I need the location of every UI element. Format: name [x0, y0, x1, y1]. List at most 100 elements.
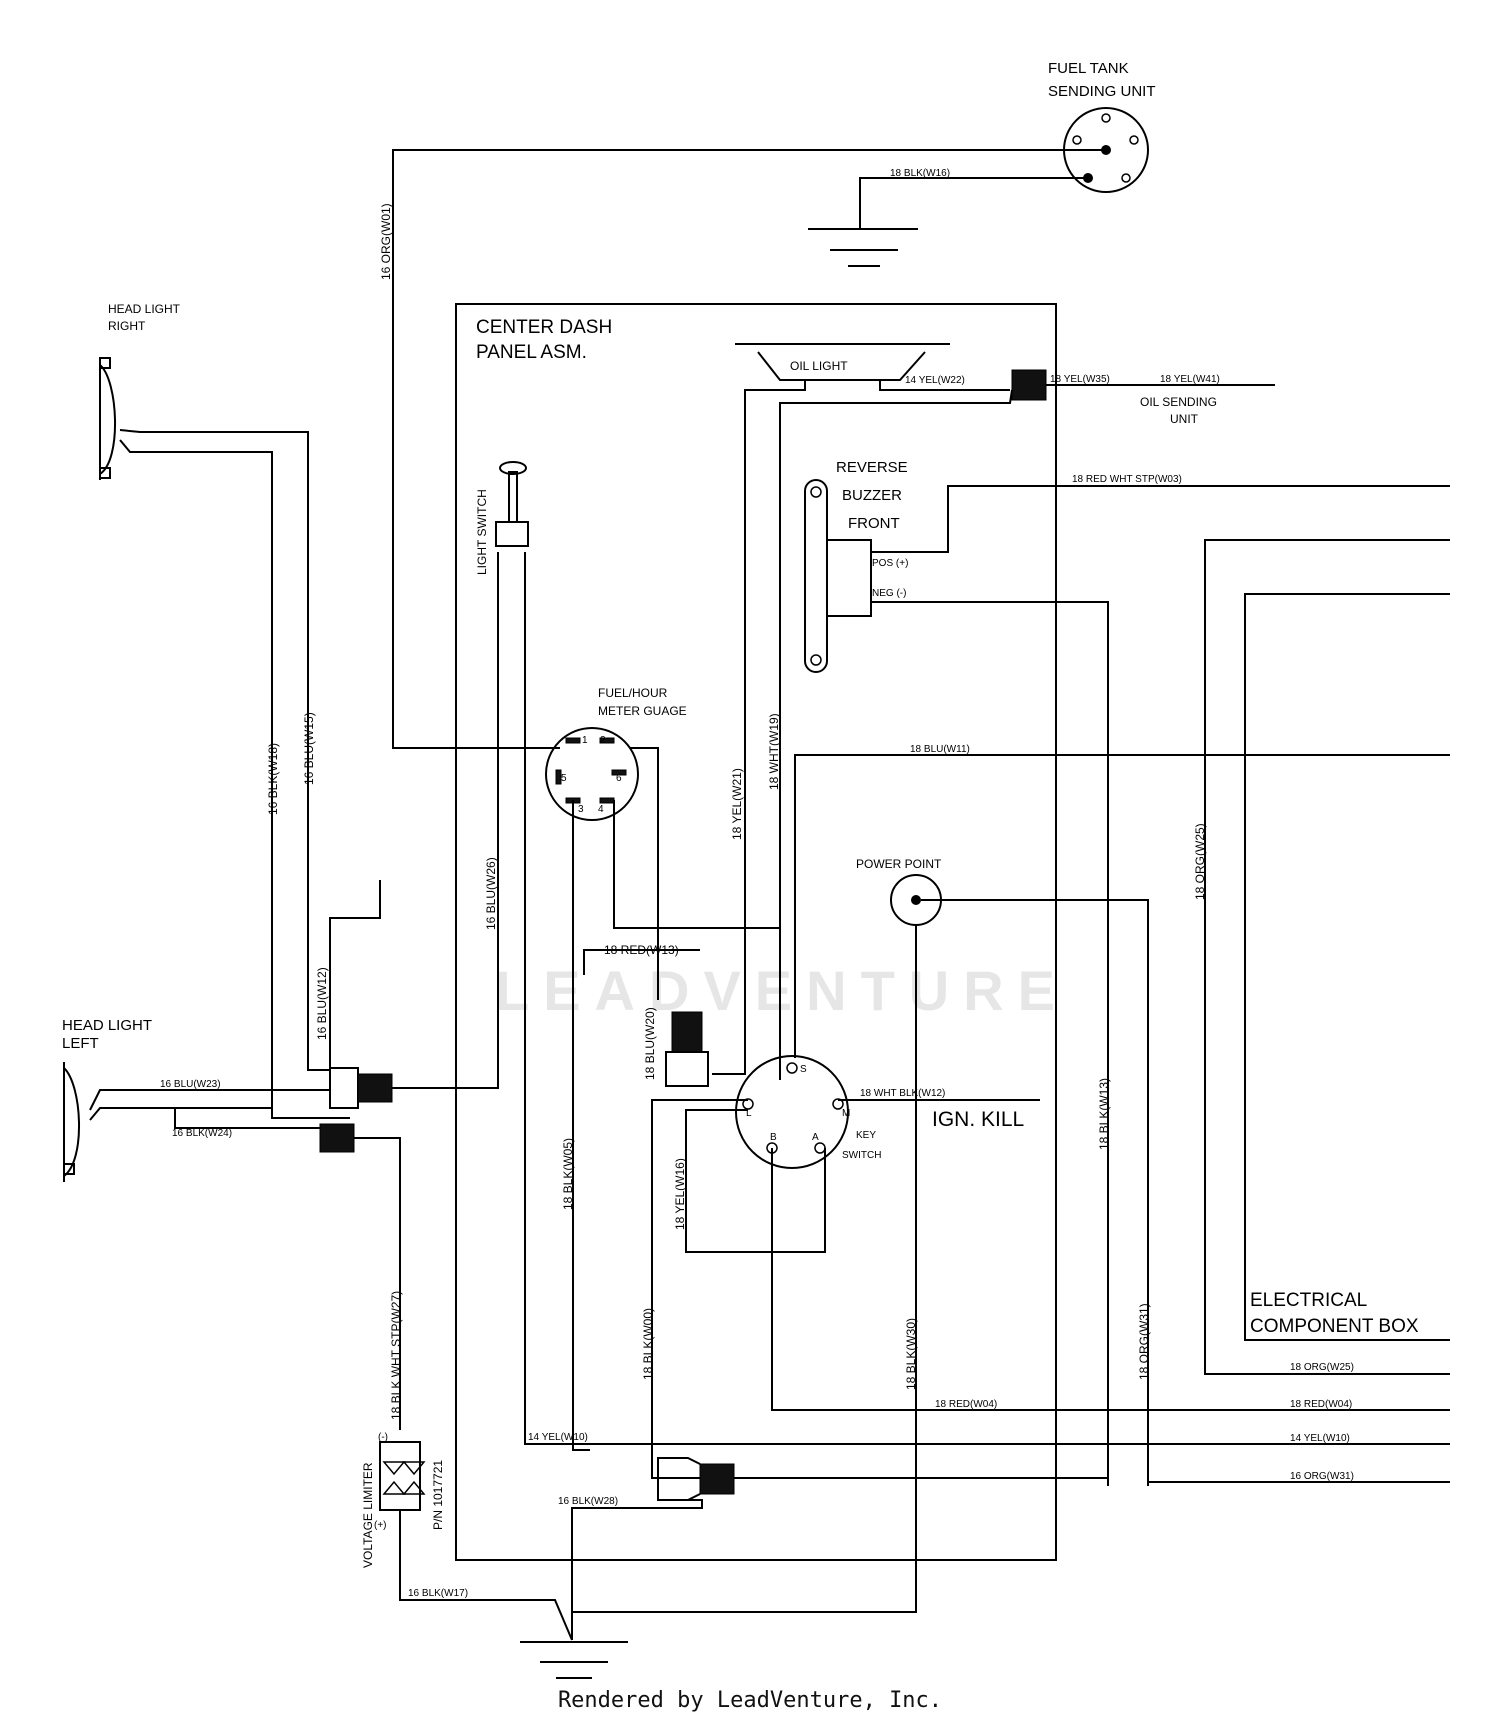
wire-w24-joint: [89, 1107, 320, 1121]
wire-w23: [89, 1089, 330, 1111]
fuel-tank-pin: [1072, 135, 1082, 145]
ground-symbol-bottom: [520, 1611, 628, 1679]
light-switch-label: LIGHT SWITCH: [475, 489, 489, 575]
wire-label-w11: 18 BLU(W11): [910, 744, 970, 755]
wire-w22: [879, 380, 1010, 391]
light-switch[interactable]: LIGHT SWITCH: [475, 461, 529, 575]
wire-w03: [871, 485, 1450, 553]
fuel-tank-pin: [1129, 135, 1139, 145]
gauge-pin-label: 1: [582, 735, 588, 746]
footer-credit: Rendered by LeadVenture, Inc.: [557, 1688, 943, 1713]
wire-w04: [771, 1148, 1450, 1411]
gauge-pin-label: 3: [578, 804, 584, 815]
wire-w24: [135, 1107, 320, 1129]
head-light-left: HEAD LIGHT LEFT: [62, 1017, 152, 1182]
wire-label-w21: 18 YEL(W21): [730, 768, 744, 840]
limiter-pos-label: (+): [374, 1520, 387, 1531]
key-switch-body[interactable]: [735, 1055, 849, 1169]
light-switch-body: [495, 521, 529, 547]
reverse-buzzer: REVERSE BUZZER FRONT POS (+) NEG (-): [804, 459, 908, 673]
fuel-hour-meter-gauge: FUEL/HOUR METER GUAGE 1 2 3 4 5 6: [545, 686, 687, 821]
part-number-label: P/N 1017721: [431, 1460, 445, 1530]
wire-label-w25: 18 ORG(W25): [1193, 823, 1207, 900]
wire-label-w10b: 14 YEL(W10): [1290, 1433, 1350, 1444]
electrical-component-box: ELECTRICAL COMPONENT BOX: [1204, 539, 1450, 1375]
gauge-pin-label: 4: [598, 804, 604, 815]
wire-w17: [399, 1510, 573, 1641]
wire-w16: [859, 177, 1088, 228]
electrical-box-label1: ELECTRICAL: [1250, 1290, 1367, 1311]
gauge-pin-label: 6: [616, 773, 622, 784]
key-pin-label: M: [842, 1108, 850, 1119]
wire-label-w19: 18 WHT(W19): [767, 713, 781, 790]
buzzer-pos-label: POS (+): [872, 558, 908, 569]
power-point[interactable]: POWER POINT: [856, 857, 942, 926]
wire-label-w27: 18 BLK WHT STP(W27): [389, 1291, 403, 1420]
light-switch-shaft: [508, 471, 518, 523]
wire-w30: [600, 925, 917, 1613]
wire-w16y: [685, 1109, 826, 1253]
ign-kill-label: IGN. KILL: [932, 1108, 1024, 1131]
wire-label-w18: 16 BLK(W18): [266, 743, 280, 815]
center-dash-label1: CENTER DASH: [476, 317, 612, 338]
wire-label-w17: 16 BLK(W17): [408, 1588, 468, 1599]
headlight-connector-housing: [329, 1067, 359, 1109]
wire-w00: [651, 1099, 748, 1479]
reverse-buzzer-bracket: [804, 479, 828, 673]
head-light-right: HEAD LIGHT RIGHT: [99, 302, 181, 480]
fuel-tank-pin: [1121, 173, 1131, 183]
wire-w13k: [871, 601, 1109, 1486]
electrical-box-label2: COMPONENT BOX: [1250, 1316, 1419, 1337]
key-switch-label1: KEY: [856, 1130, 876, 1141]
wire-label-w26: 16 BLU(W26): [484, 857, 498, 930]
oil-sending-connector: [1011, 369, 1047, 401]
center-dash-panel: [455, 303, 1057, 1561]
fuel-tank-title-line2: SENDING UNIT: [1048, 83, 1156, 100]
wire-label-w16: 18 BLK(W16): [890, 168, 950, 179]
wire-w01: [392, 149, 1106, 749]
oil-light-label: OIL LIGHT: [790, 359, 848, 373]
wire-label-w15: 16 BLU(W15): [302, 712, 316, 785]
gauge-pin-label: 5: [561, 773, 567, 784]
head-light-right-label1: HEAD LIGHT: [108, 302, 181, 316]
wire-w19: [779, 389, 1013, 1080]
wire-w28: [571, 1499, 703, 1640]
voltage-limiter-body: [379, 1441, 421, 1511]
wire-label-w10: 14 YEL(W10): [528, 1432, 588, 1443]
wire-w11: [794, 754, 1450, 1058]
reverse-buzzer-label2: BUZZER: [842, 487, 902, 504]
wire-label-w13k: 18 BLK(W13): [1097, 1078, 1111, 1150]
fuel-tank-sending-unit: FUEL TANK SENDING UNIT: [1048, 60, 1156, 193]
wire-w15: [119, 429, 330, 1071]
key-pin-label: B: [770, 1132, 777, 1143]
fuel-hour-label2: METER GUAGE: [598, 704, 687, 718]
fuel-tank-title-line1: FUEL TANK: [1048, 60, 1129, 77]
wire-gauge-lamp: [630, 747, 659, 1000]
light-switch-knob[interactable]: [499, 461, 527, 475]
wire-w27-trunk: [354, 1137, 401, 1430]
wire-w21: [712, 380, 806, 1075]
fuel-tank-pin: [1101, 113, 1111, 123]
wire-label-w16y: 18 YEL(W16): [673, 1158, 687, 1230]
wiring-diagram: LEADVENTURE FUEL TANK SENDING UNIT 18 BL…: [62, 60, 1450, 1679]
key-pin-label: L: [746, 1108, 752, 1119]
oil-sending-label1: OIL SENDING: [1140, 395, 1217, 409]
wire-label-w25b: 18 ORG(W25): [1290, 1362, 1354, 1373]
wire-label-w30: 18 BLK(W30): [904, 1318, 918, 1390]
key-switch[interactable]: S L M B A KEY SWITCH: [735, 1055, 881, 1169]
ground-bus-connector: [699, 1463, 735, 1495]
wire-w12: [329, 880, 381, 1072]
watermark-text: LEADVENTURE: [495, 959, 1069, 1022]
wire-w13: [583, 949, 700, 975]
wire-label-w00: 18 BLK(W00): [641, 1308, 655, 1380]
ground-symbol-top: [808, 228, 918, 267]
gauge-lamp-connector: [671, 1011, 703, 1053]
reverse-buzzer-label3: FRONT: [848, 515, 900, 532]
wire-label-w04: 18 RED(W04): [935, 1399, 997, 1410]
head-light-left-label2: LEFT: [62, 1035, 99, 1052]
wire-label-w04b: 18 RED(W04): [1290, 1399, 1352, 1410]
fuel-hour-gauge-body: [545, 727, 639, 821]
wire-w26: [392, 552, 499, 1089]
wire-w10: [524, 552, 1450, 1445]
head-light-left-label1: HEAD LIGHT: [62, 1017, 152, 1034]
